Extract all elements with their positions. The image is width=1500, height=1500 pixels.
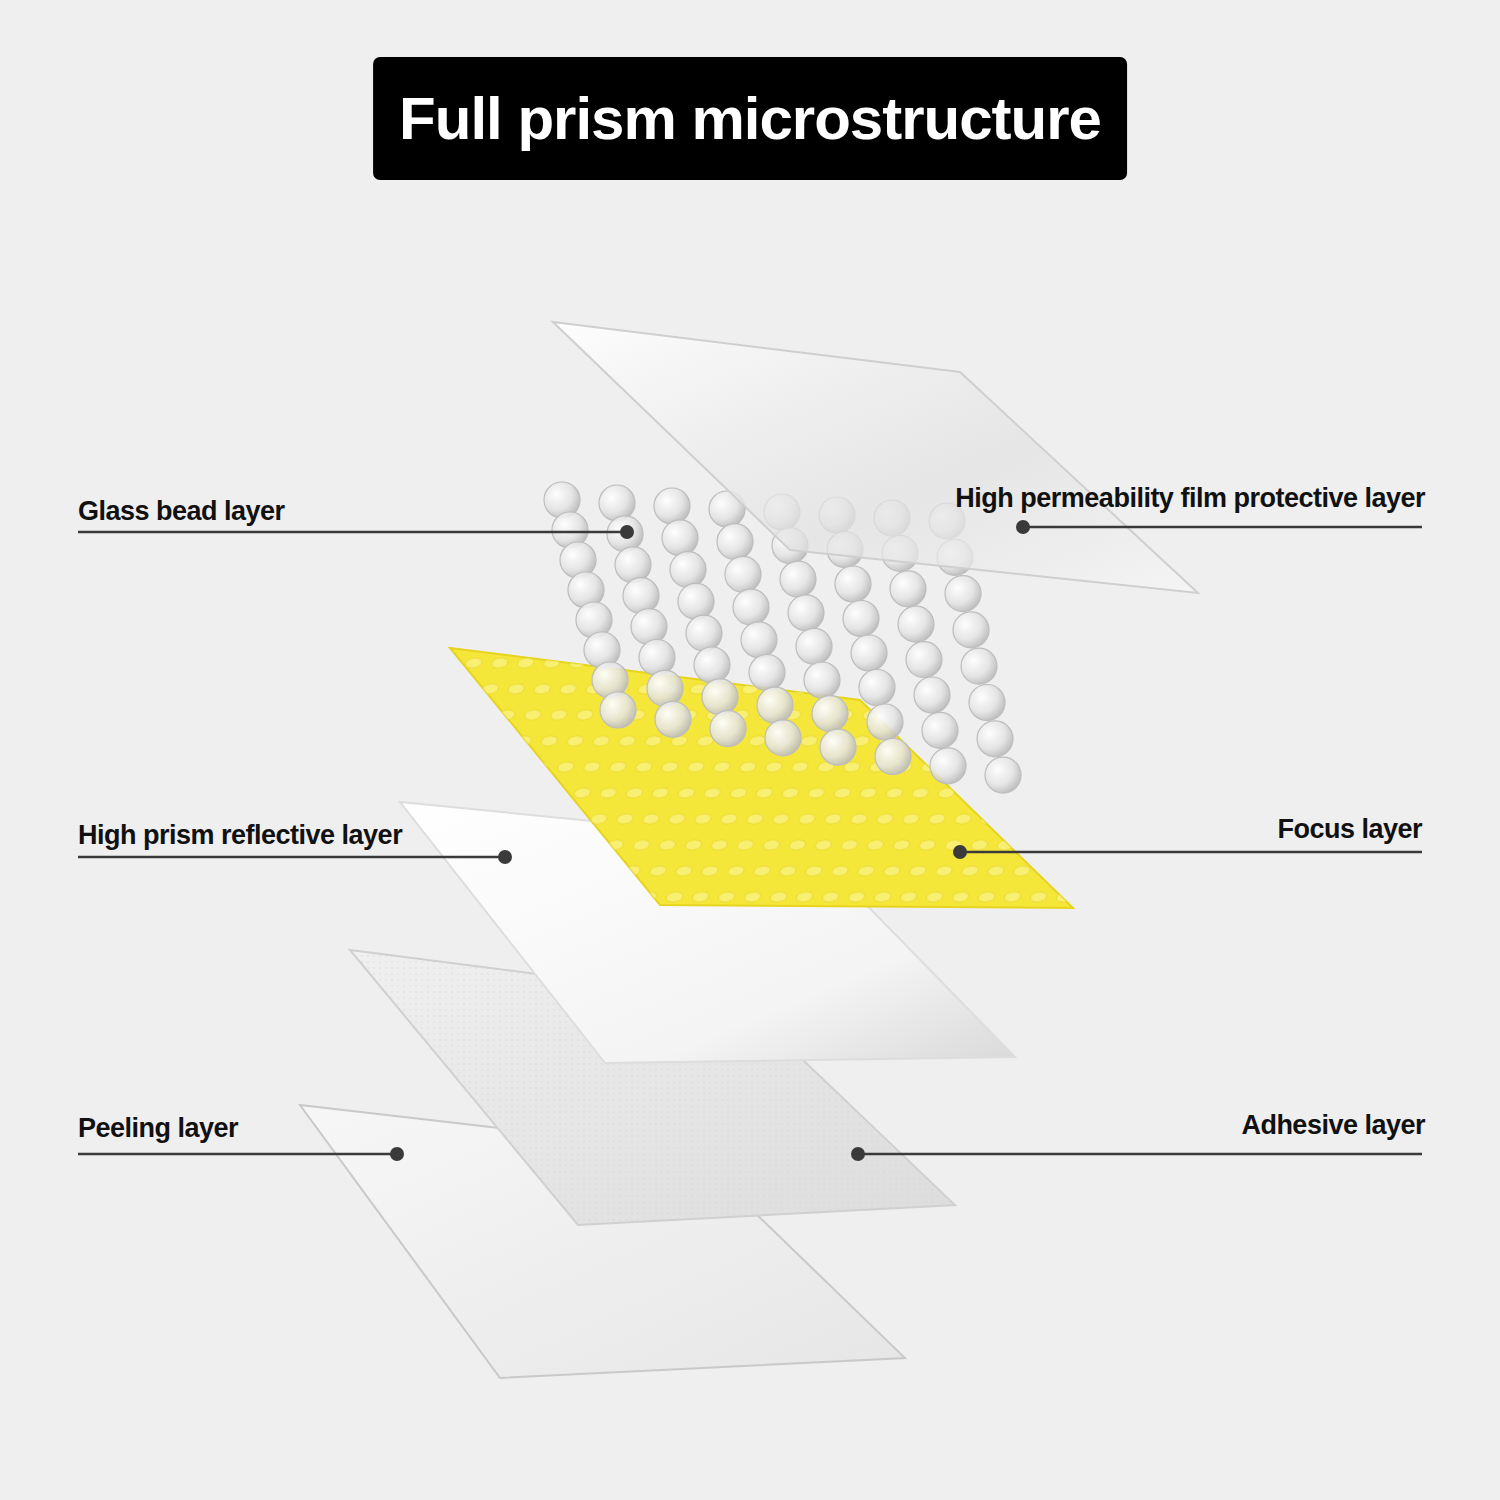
label-anchor: High prism reflective layer — [78, 818, 402, 852]
glass-bead — [599, 485, 635, 521]
glass-bead — [639, 640, 675, 676]
glass-bead — [655, 701, 691, 737]
leader-dot — [851, 1147, 865, 1161]
layer-label: Adhesive layer — [1241, 1108, 1425, 1142]
glass-bead — [961, 648, 997, 684]
glass-bead — [670, 552, 706, 588]
label-anchor: Peeling layer — [78, 1111, 238, 1145]
leader-line — [78, 531, 627, 534]
layer-label: Glass bead layer — [78, 494, 285, 528]
layer-label: High prism reflective layer — [78, 818, 402, 852]
glass-bead — [600, 692, 636, 728]
leader-dot — [390, 1147, 404, 1161]
title-banner: Full prism microstructure — [373, 57, 1127, 180]
glass-bead — [780, 561, 816, 597]
glass-bead — [812, 696, 848, 732]
focus-sheet-bumps — [450, 648, 1073, 908]
protective-film — [553, 322, 1198, 593]
glass-bead — [725, 556, 761, 592]
leader-dot — [498, 850, 512, 864]
glass-bead — [867, 704, 903, 740]
glass-bead — [757, 687, 793, 723]
glass-bead — [607, 516, 643, 552]
label-anchor: Focus layer — [1277, 812, 1422, 846]
glass-bead — [647, 670, 683, 706]
glass-bead — [859, 670, 895, 706]
leader-dot — [1016, 520, 1030, 534]
leader-line — [1023, 526, 1422, 529]
glass-bead — [890, 571, 926, 607]
layer-label: Focus layer — [1277, 812, 1422, 846]
glass-bead — [945, 576, 981, 612]
glass-bead — [843, 601, 879, 637]
glass-bead — [851, 635, 887, 671]
leader-line — [78, 856, 505, 859]
glass-bead — [930, 748, 966, 784]
glass-bead — [717, 524, 753, 560]
glass-bead — [969, 685, 1005, 721]
focus-sheet — [450, 648, 1073, 908]
glass-bead — [741, 622, 777, 658]
leader-lines — [78, 520, 1422, 1161]
glass-bead — [914, 677, 950, 713]
glass-bead — [906, 642, 942, 678]
label-anchor: Glass bead layer — [78, 494, 285, 528]
glass-bead — [678, 583, 714, 619]
glass-bead — [804, 662, 840, 698]
leader-dot — [953, 845, 967, 859]
glass-bead — [615, 547, 651, 583]
glass-bead — [765, 720, 801, 756]
label-anchor: Adhesive layer — [1241, 1108, 1425, 1142]
glass-bead — [820, 729, 856, 765]
glass-bead — [977, 721, 1013, 757]
leader-line — [78, 1153, 397, 1156]
glass-bead — [654, 488, 690, 524]
glass-bead — [898, 606, 934, 642]
glass-bead — [694, 647, 730, 683]
glass-bead — [875, 739, 911, 775]
glass-bead — [953, 612, 989, 648]
glass-bead — [623, 578, 659, 614]
glass-bead — [788, 595, 824, 631]
glass-bead — [710, 711, 746, 747]
glass-bead — [835, 566, 871, 602]
layer-label: Peeling layer — [78, 1111, 238, 1145]
label-anchor: High permeability film protective layer — [955, 481, 1425, 515]
glass-bead — [796, 628, 832, 664]
focus-sheet-shape — [450, 648, 1073, 908]
glass-bead — [733, 589, 769, 625]
leader-line — [858, 1153, 1422, 1156]
protective-film-shape — [553, 322, 1198, 593]
leader-dot — [620, 525, 634, 539]
glass-bead — [686, 615, 722, 651]
glass-bead — [662, 520, 698, 556]
glass-bead — [702, 679, 738, 715]
glass-bead — [631, 609, 667, 645]
glass-bead — [985, 757, 1021, 793]
leader-line — [960, 851, 1422, 854]
layer-label: High permeability film protective layer — [955, 481, 1425, 515]
glass-bead — [749, 655, 785, 691]
glass-bead — [922, 712, 958, 748]
